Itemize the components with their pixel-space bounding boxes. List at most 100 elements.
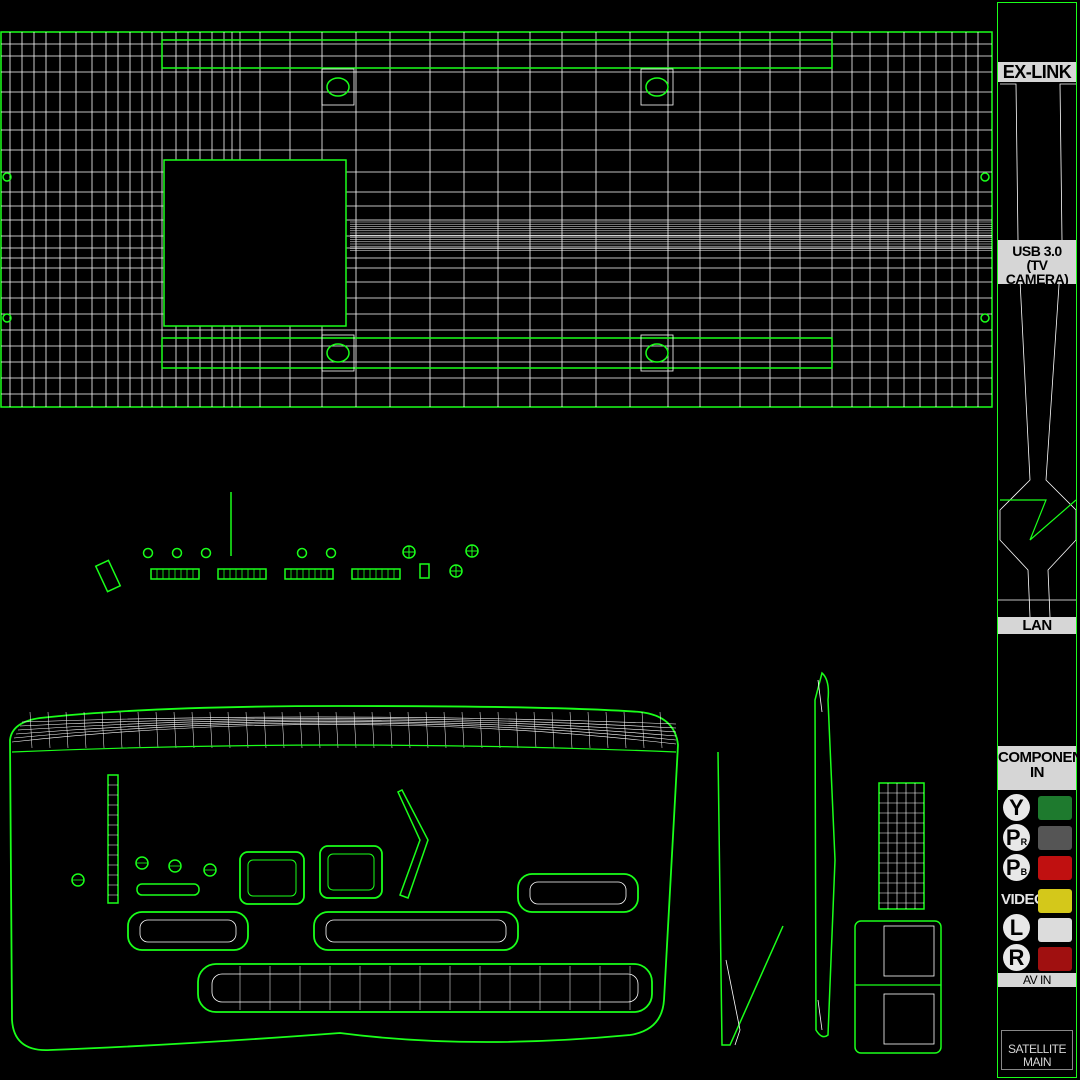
plate-rim-rib (227, 711, 231, 749)
plate-socket-b (319, 845, 383, 899)
swatch-red (1038, 856, 1072, 880)
side-bracket-bottom (883, 993, 935, 1045)
av-in-label: AV IN (998, 973, 1076, 987)
small-clip (419, 563, 430, 579)
panel-pin (980, 313, 990, 323)
jack-pr-letter: P (1005, 825, 1021, 850)
plate-rim-line (13, 722, 677, 741)
jack-r-letter: R (1008, 945, 1025, 970)
plate-port-f-inner (211, 973, 639, 1003)
screw-boss (321, 68, 355, 106)
small-parts-row (94, 492, 479, 593)
component-label-line1: COMPONENT (998, 749, 1080, 766)
jack-pb-letter: P (1005, 855, 1021, 880)
usb-label: USB 3.0 (TV CAMERA) (998, 240, 1076, 287)
small-button (296, 547, 308, 559)
panel-window (163, 159, 347, 327)
panel-pin (980, 172, 990, 182)
plate-port-f (197, 963, 653, 1013)
plate-rim-rib (533, 711, 537, 749)
plate-rim-rib (29, 711, 33, 749)
side-rail-a-inner (725, 959, 741, 1046)
panel-pin (2, 172, 12, 182)
small-button (200, 547, 212, 559)
plate-rim-rib (371, 711, 375, 749)
screw-boss (321, 334, 355, 372)
plate-port-e (313, 911, 519, 951)
side-bracket-top (883, 925, 935, 977)
plate-rim-line (17, 719, 677, 733)
plate-rim-rib (479, 711, 483, 749)
video-label: VIDEO (1001, 891, 1046, 908)
plate-port-d-inner (139, 919, 237, 943)
plate-rim-line (21, 716, 677, 725)
plate-port-d (127, 911, 249, 951)
plate-rim-rib (497, 711, 501, 749)
plate-rim-rib (65, 711, 69, 749)
screw-boss (640, 68, 674, 106)
jack-y-icon: Y (1003, 794, 1030, 821)
label-strip (997, 2, 1077, 1078)
plate-slot-vertical (107, 774, 119, 904)
small-button (142, 547, 154, 559)
jack-y-letter: Y (1009, 795, 1024, 820)
exlink-label: EX-LINK (998, 62, 1076, 82)
usb-label-line2: (TV CAMERA) (1005, 257, 1069, 287)
plate-rim-rib (317, 711, 321, 749)
component-label-line2: IN (1030, 764, 1045, 781)
plate-rim-rib (605, 711, 609, 749)
plate-rim-rib (443, 711, 447, 749)
plate-rim-rib (335, 711, 339, 749)
plate-rim-rib (659, 711, 663, 749)
jack-pb-sub: B (1020, 867, 1028, 877)
plate-rim-rib (173, 711, 177, 749)
plate-rim-rib (47, 711, 51, 749)
plate-rim-rib (389, 711, 393, 749)
plate-rim-rib (281, 711, 285, 749)
lan-label: LAN (998, 617, 1076, 634)
plate-rim-rib (245, 711, 249, 749)
plate-rim-rib (353, 711, 357, 749)
plate-rim-rib (425, 711, 429, 749)
strip-wire-fold (1000, 499, 1077, 541)
plate-port-c (517, 873, 639, 913)
plate-lever (397, 788, 429, 899)
satellite-main-label: SATELLITE MAIN (1001, 1030, 1073, 1070)
plate-rim-rib (623, 711, 627, 749)
strip-wire-left (999, 83, 1031, 618)
screw-hole (326, 77, 350, 97)
panel-pin (2, 313, 12, 323)
plate-rim-rib (461, 711, 465, 749)
jack-l-letter: L (1009, 915, 1024, 940)
swatch-yellow (1038, 889, 1072, 913)
plate-rim-rib (191, 711, 195, 749)
screw-hole (645, 77, 669, 97)
plate-rim-edge (11, 744, 677, 753)
screw-boss (640, 334, 674, 372)
plate-rim-rib (407, 711, 411, 749)
rear-panel-shell (0, 31, 993, 408)
plate-port-small (136, 883, 200, 896)
plate-outline (9, 705, 679, 1051)
plate-rim-rib (155, 711, 159, 749)
plate-rim-line (19, 718, 677, 729)
plate-rim-line (11, 724, 677, 745)
plate-socket-a-inner (247, 859, 297, 897)
side-rail-a (717, 751, 784, 1046)
small-button (325, 547, 337, 559)
satellite-line2: MAIN (1023, 1054, 1052, 1069)
plate-rim-rib (569, 711, 573, 749)
panel-outline (0, 31, 993, 408)
right-strip-wire (998, 83, 1077, 618)
small-button (171, 547, 183, 559)
plate-socket-a (239, 851, 305, 905)
plate-rim-rib (515, 711, 519, 749)
panel-bottom-bar (161, 337, 833, 369)
swatch-green (1038, 796, 1072, 820)
plate-rim-rib (587, 711, 591, 749)
side-grid-block (878, 782, 925, 910)
component-in-label: COMPONENT IN (998, 746, 1080, 790)
side-bracket (854, 920, 942, 1054)
plate-rim-rib (641, 711, 645, 749)
